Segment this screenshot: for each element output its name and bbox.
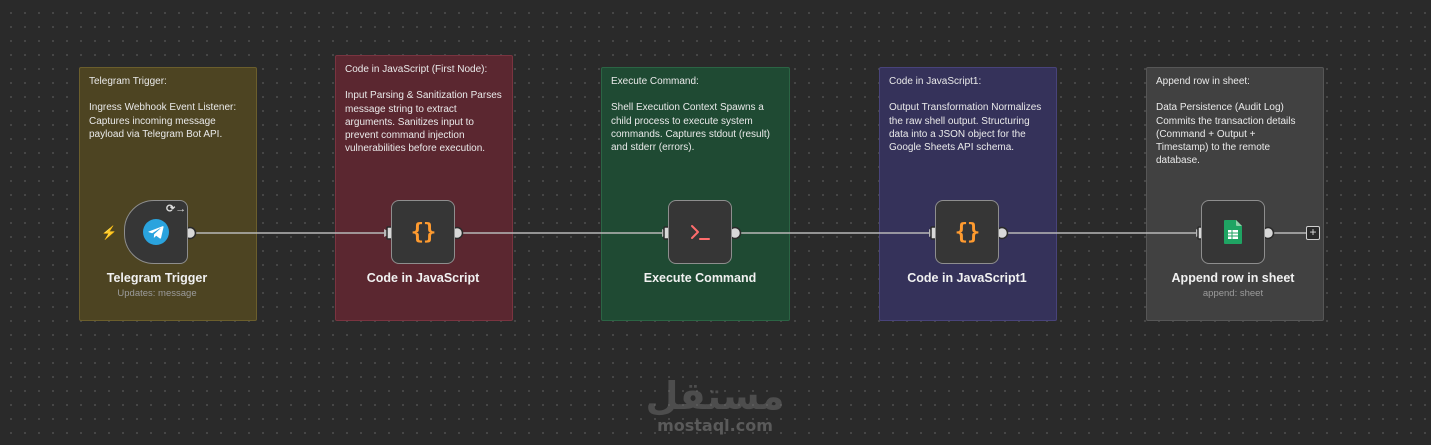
google-sheets-icon	[1224, 220, 1242, 244]
node-execute-command[interactable]	[668, 200, 732, 264]
sticky-note-execute-command[interactable]: Execute Command: Shell Execution Context…	[601, 67, 790, 321]
node-name: Code in JavaScript	[366, 271, 480, 285]
node-telegram-trigger[interactable]	[124, 200, 188, 264]
sticky-note-title: Execute Command:	[611, 76, 699, 87]
code-braces-icon: {}	[410, 219, 436, 245]
node-name: Execute Command	[643, 271, 757, 285]
node-name: Append row in sheet	[1171, 271, 1295, 285]
node-subtitle: append: sheet	[1202, 288, 1264, 299]
node-name: Code in JavaScript1	[907, 271, 1027, 285]
sticky-note-body: Input Parsing & Sanitization Parses mess…	[345, 90, 502, 155]
sticky-note-code-javascript1[interactable]: Code in JavaScript1: Output Transformati…	[879, 67, 1057, 321]
trigger-bolt-icon: ⚡	[101, 225, 118, 240]
sticky-note-body: Data Persistence (Audit Log) Commits the…	[1156, 102, 1296, 167]
telegram-icon	[143, 219, 169, 245]
trigger-badge-icon: ⟳→	[166, 203, 187, 215]
add-node-button[interactable]: +	[1306, 226, 1320, 240]
watermark-latin: mostaql.com	[657, 416, 773, 435]
node-append-row-in-sheet[interactable]	[1201, 200, 1265, 264]
sticky-note-telegram-trigger[interactable]: Telegram Trigger: Ingress Webhook Event …	[79, 67, 257, 321]
sticky-note-body: Output Transformation Normalizes the raw…	[889, 102, 1042, 154]
sticky-note-code-javascript[interactable]: Code in JavaScript (First Node): Input P…	[335, 55, 513, 321]
node-subtitle: Updates: message	[117, 288, 197, 299]
sticky-note-body: Shell Execution Context Spawns a child p…	[611, 102, 770, 154]
sticky-note-title: Telegram Trigger:	[89, 76, 167, 87]
code-braces-icon: {}	[954, 219, 980, 245]
sticky-note-title: Code in JavaScript1:	[889, 76, 982, 87]
watermark-logo: مستقل mostaql.com	[640, 374, 790, 435]
watermark-arabic: مستقل	[645, 374, 785, 418]
sticky-note-title: Append row in sheet:	[1156, 76, 1250, 87]
terminal-icon	[691, 225, 710, 240]
plus-icon: +	[1309, 225, 1317, 239]
sticky-note-append-row[interactable]: Append row in sheet: Data Persistence (A…	[1146, 67, 1324, 321]
node-code-javascript[interactable]: {}	[391, 200, 455, 264]
sticky-note-title: Code in JavaScript (First Node):	[345, 64, 488, 75]
node-name: Telegram Trigger	[106, 271, 208, 285]
node-code-javascript1[interactable]: {}	[935, 200, 999, 264]
sticky-note-body: Ingress Webhook Event Listener: Captures…	[89, 102, 237, 140]
